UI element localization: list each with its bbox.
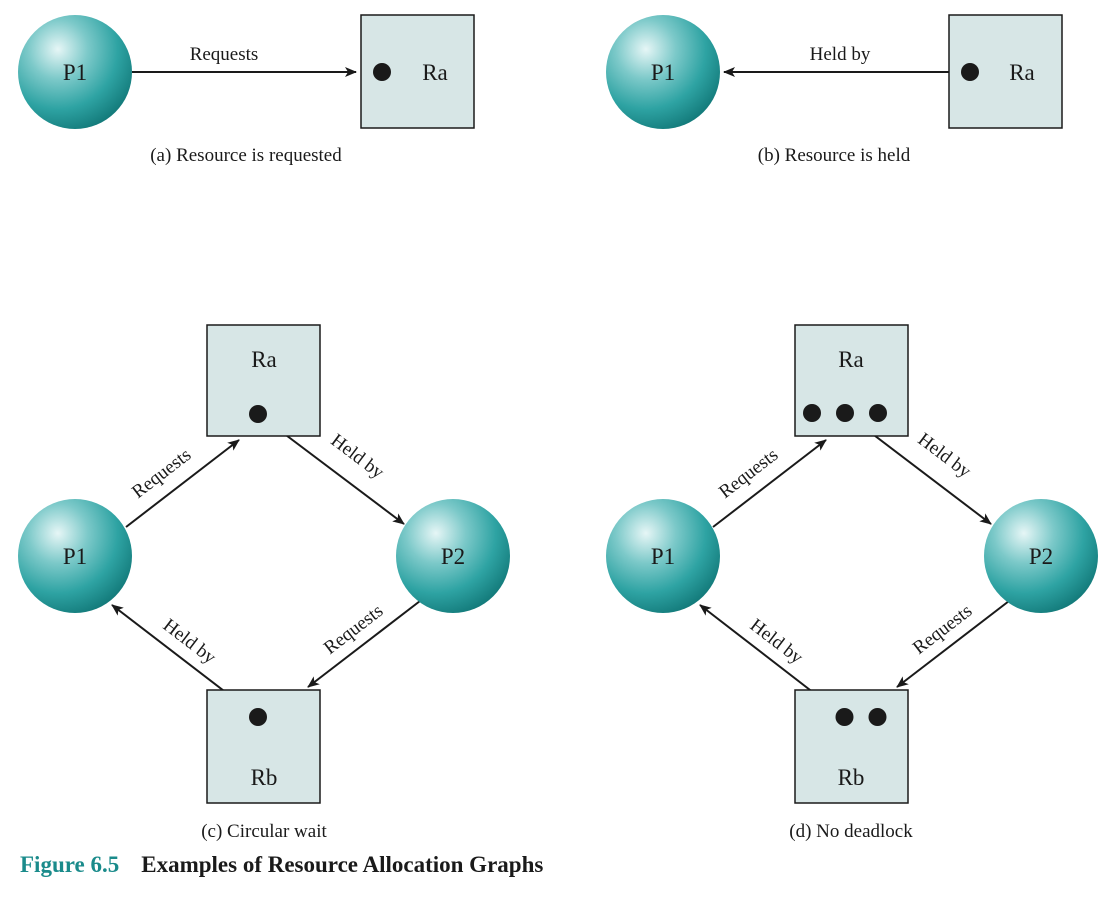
caption-a: (a) Resource is requested — [150, 145, 342, 166]
resource-instances-ra — [249, 405, 267, 423]
figure-caption: Figure 6.5 Examples of Resource Allocatio… — [20, 852, 543, 878]
edge-label-held-by: Held by — [810, 44, 871, 65]
resource-label-ra: Ra — [1009, 60, 1035, 85]
resource-instance-dot — [373, 63, 391, 81]
resource-label-rb: Rb — [838, 765, 865, 790]
panel-a: Requests P1 Ra (a) Resource is requested — [18, 14, 475, 166]
edge-p2-requests-rb — [896, 600, 1010, 688]
edge-label-requests: Requests — [909, 600, 976, 658]
resource-label-rb: Rb — [251, 765, 278, 790]
caption-b: (b) Resource is held — [758, 145, 911, 166]
caption-c: (c) Circular wait — [201, 821, 327, 842]
panel-d: Requests Held by Requests Held by Ra Rb … — [606, 324, 1098, 842]
process-label-p2: P2 — [1029, 544, 1053, 569]
edge-label-requests: Requests — [128, 444, 195, 502]
process-label-p1: P1 — [63, 544, 87, 569]
resource-instance-dot — [803, 404, 821, 422]
resource-instances-rb — [249, 708, 267, 726]
resource-label-ra: Ra — [422, 60, 448, 85]
resource-label-ra: Ra — [251, 347, 277, 372]
resource-instance-dot — [249, 708, 267, 726]
edge-p2-requests-rb — [307, 600, 421, 688]
resource-node-rb — [794, 689, 909, 804]
resource-instances-ra — [803, 404, 887, 422]
resource-instances-rb — [835, 708, 887, 726]
process-node-p2 — [396, 499, 510, 613]
caption-d: (d) No deadlock — [789, 821, 913, 842]
resource-instance-dot — [868, 708, 887, 726]
process-label-p1: P1 — [651, 544, 675, 569]
process-node-p1 — [606, 15, 720, 129]
resource-instance-dot — [249, 405, 267, 423]
resource-label-ra: Ra — [838, 347, 864, 372]
panel-b: Held by P1 Ra (b) Resource is held — [606, 14, 1063, 166]
edge-label-held-by: Held by — [914, 429, 976, 483]
process-label-p1: P1 — [651, 60, 675, 85]
figure-number: Figure 6.5 — [20, 852, 120, 877]
figure-title: Examples of Resource Allocation Graphs — [141, 852, 544, 877]
panel-c: Requests Held by Requests Held by Ra Rb … — [18, 324, 510, 842]
process-label-p1: P1 — [63, 60, 87, 85]
process-node-p1 — [606, 499, 720, 613]
edge-label-requests: Requests — [715, 444, 782, 502]
process-node-p1 — [18, 15, 132, 129]
resource-instance-dot — [961, 63, 979, 81]
edge-label-requests: Requests — [190, 44, 259, 65]
process-node-p1 — [18, 499, 132, 613]
edge-label-held-by: Held by — [159, 615, 220, 669]
process-node-p2 — [984, 499, 1098, 613]
edge-label-requests: Requests — [320, 600, 387, 658]
resource-instance-dot — [835, 708, 854, 726]
resource-node-rb — [206, 689, 321, 804]
edge-p1-requests-ra — [712, 439, 827, 528]
process-label-p2: P2 — [441, 544, 465, 569]
resource-instance-dot — [836, 404, 854, 422]
edge-label-held-by: Held by — [746, 615, 807, 669]
resource-instance-dot — [869, 404, 887, 422]
edge-label-held-by: Held by — [327, 430, 389, 484]
edge-p1-requests-ra — [125, 439, 240, 528]
